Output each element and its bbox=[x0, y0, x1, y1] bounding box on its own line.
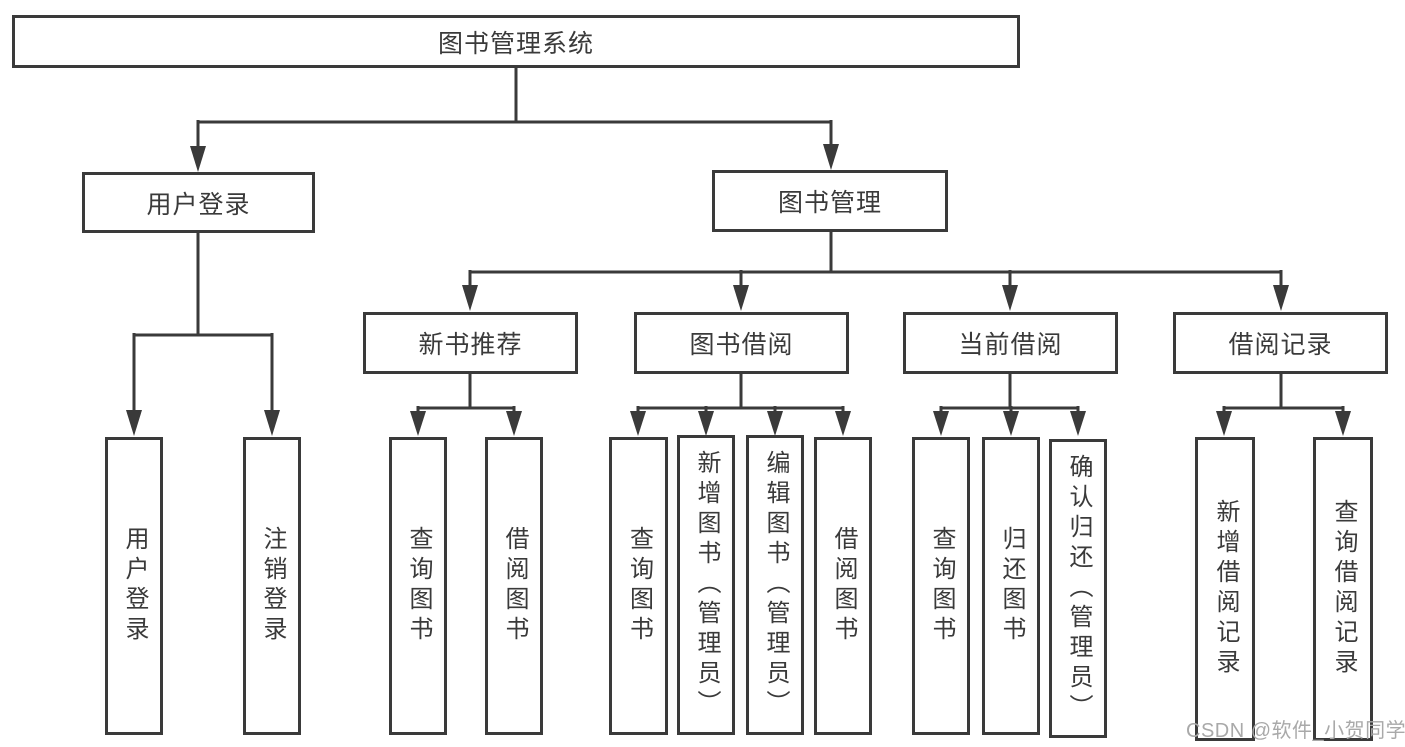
node-leaf-query-borrow-record-label: 查询借阅记录 bbox=[1330, 499, 1357, 679]
node-book-management-label: 图书管理 bbox=[777, 189, 882, 217]
node-current-borrow-label: 当前借阅 bbox=[958, 331, 1063, 359]
node-leaf-edit-book-admin: 编辑图书（管理员） bbox=[746, 435, 804, 735]
node-leaf-add-book-admin-label: 新增图书（管理员） bbox=[693, 450, 720, 720]
node-leaf-logout-label: 注销登录 bbox=[259, 526, 286, 646]
node-user-login-label: 用户登录 bbox=[146, 190, 251, 219]
node-leaf-return-books: 归还图书 bbox=[982, 437, 1040, 735]
connector-book-borrow-children bbox=[630, 374, 851, 436]
node-leaf-borrow-books-2-label: 借阅图书 bbox=[830, 526, 857, 646]
node-leaf-user-login: 用户登录 bbox=[105, 437, 163, 735]
node-leaf-confirm-return-admin: 确认归还（管理员） bbox=[1049, 439, 1107, 738]
node-leaf-query-books-3: 查询图书 bbox=[912, 437, 970, 735]
node-current-borrow: 当前借阅 bbox=[903, 312, 1118, 374]
watermark-text: CSDN @软件_小贺同学 bbox=[1186, 720, 1405, 742]
node-leaf-query-borrow-record: 查询借阅记录 bbox=[1313, 437, 1373, 741]
node-user-login: 用户登录 bbox=[82, 172, 315, 233]
node-borrow-records-label: 借阅记录 bbox=[1228, 331, 1333, 359]
node-book-borrow-label: 图书借阅 bbox=[689, 331, 794, 359]
node-leaf-query-books-2-label: 查询图书 bbox=[625, 526, 653, 646]
node-root: 图书管理系统 bbox=[12, 15, 1020, 68]
node-leaf-user-login-label: 用户登录 bbox=[121, 526, 148, 646]
node-new-book-recommend-label: 新书推荐 bbox=[418, 331, 523, 359]
node-leaf-return-books-label: 归还图书 bbox=[998, 526, 1025, 646]
connector-new-book-rec-children bbox=[410, 374, 522, 436]
node-leaf-query-books-1: 查询图书 bbox=[389, 437, 447, 735]
connector-user-login-children bbox=[126, 233, 280, 436]
node-leaf-borrow-books-2: 借阅图书 bbox=[814, 437, 872, 735]
node-book-borrow: 图书借阅 bbox=[634, 312, 849, 374]
connector-borrow-records-children bbox=[1216, 374, 1351, 436]
connector-current-borrow-children bbox=[933, 374, 1086, 436]
node-borrow-records: 借阅记录 bbox=[1173, 312, 1388, 374]
node-leaf-logout: 注销登录 bbox=[243, 437, 301, 735]
node-leaf-confirm-return-admin-label: 确认归还（管理员） bbox=[1065, 453, 1092, 724]
node-leaf-query-books-2: 查询图书 bbox=[609, 437, 668, 735]
node-leaf-query-books-3-label: 查询图书 bbox=[928, 526, 955, 646]
node-book-management: 图书管理 bbox=[712, 170, 948, 232]
node-leaf-add-book-admin: 新增图书（管理员） bbox=[677, 435, 735, 735]
connector-root-to-level2 bbox=[190, 68, 839, 172]
node-leaf-edit-book-admin-label: 编辑图书（管理员） bbox=[762, 450, 789, 720]
node-leaf-borrow-books-1-label: 借阅图书 bbox=[501, 526, 528, 646]
connector-book-mgmt-children bbox=[462, 232, 1289, 311]
node-new-book-recommend: 新书推荐 bbox=[363, 312, 578, 374]
node-leaf-borrow-books-1: 借阅图书 bbox=[485, 437, 543, 735]
node-leaf-add-borrow-record-label: 新增借阅记录 bbox=[1212, 499, 1239, 679]
node-leaf-add-borrow-record: 新增借阅记录 bbox=[1195, 437, 1255, 741]
node-root-label: 图书管理系统 bbox=[437, 29, 594, 58]
node-leaf-query-books-1-label: 查询图书 bbox=[405, 526, 432, 646]
